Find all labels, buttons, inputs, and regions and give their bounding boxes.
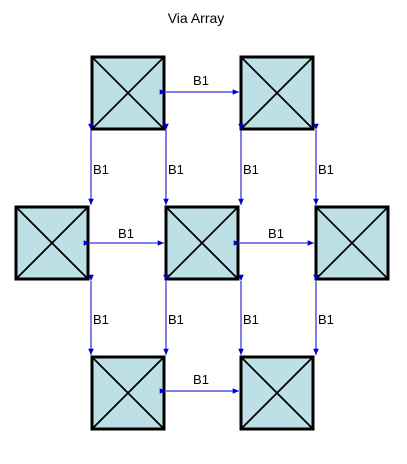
- dim-top-horizontal-label: B1: [193, 73, 209, 88]
- via-top-right-diagonal-b: [240, 56, 314, 130]
- via-middle-center-diagonal-b: [165, 206, 239, 280]
- dim-lower-vertical-3-label: B1: [243, 312, 259, 327]
- dim-upper-vertical-4: B1: [313, 123, 334, 205]
- dim-lower-vertical-2-label: B1: [168, 312, 184, 327]
- via-middle-left: [14, 205, 90, 281]
- via-middle-left-diagonal-b: [15, 206, 89, 280]
- dim-upper-vertical-1-label: B1: [93, 162, 109, 177]
- dim-bottom-horizontal: B1: [159, 372, 239, 394]
- dim-upper-vertical-3-label: B1: [243, 162, 259, 177]
- dim-top-horizontal: B1: [159, 73, 239, 95]
- dim-bottom-horizontal-label: B1: [193, 372, 209, 387]
- vias-group: [14, 55, 390, 431]
- via-middle-center: [164, 205, 240, 281]
- dim-lower-vertical-1-label: B1: [93, 312, 109, 327]
- via-bottom-right: [239, 355, 315, 431]
- via-bottom-right-diagonal-b: [240, 356, 314, 430]
- dim-lower-vertical-3: B1: [238, 274, 259, 355]
- dim-middle-horizontal-left: B1: [83, 226, 164, 246]
- dim-upper-vertical-3: B1: [238, 123, 259, 205]
- via-bottom-left: [90, 355, 166, 431]
- via-middle-right-diagonal-b: [315, 206, 389, 280]
- via-bottom-left-diagonal-b: [91, 356, 165, 430]
- via-middle-right: [314, 205, 390, 281]
- via-top-left: [90, 55, 166, 131]
- dim-upper-vertical-1: B1: [88, 123, 109, 205]
- dim-lower-vertical-2: B1: [163, 274, 184, 355]
- dim-lower-vertical-1: B1: [88, 274, 109, 355]
- dim-middle-horizontal-left-label: B1: [118, 226, 134, 241]
- via-top-right: [239, 55, 315, 131]
- dim-middle-horizontal-right: B1: [233, 226, 314, 246]
- dim-lower-vertical-4: B1: [313, 274, 334, 355]
- dim-upper-vertical-2-label: B1: [168, 162, 184, 177]
- dim-lower-vertical-4-label: B1: [318, 312, 334, 327]
- via-top-left-diagonal-b: [91, 56, 165, 130]
- dim-upper-vertical-2: B1: [163, 123, 184, 205]
- diagram-title: Via Array: [168, 10, 225, 26]
- dim-middle-horizontal-right-label: B1: [268, 226, 284, 241]
- dim-upper-vertical-4-label: B1: [318, 162, 334, 177]
